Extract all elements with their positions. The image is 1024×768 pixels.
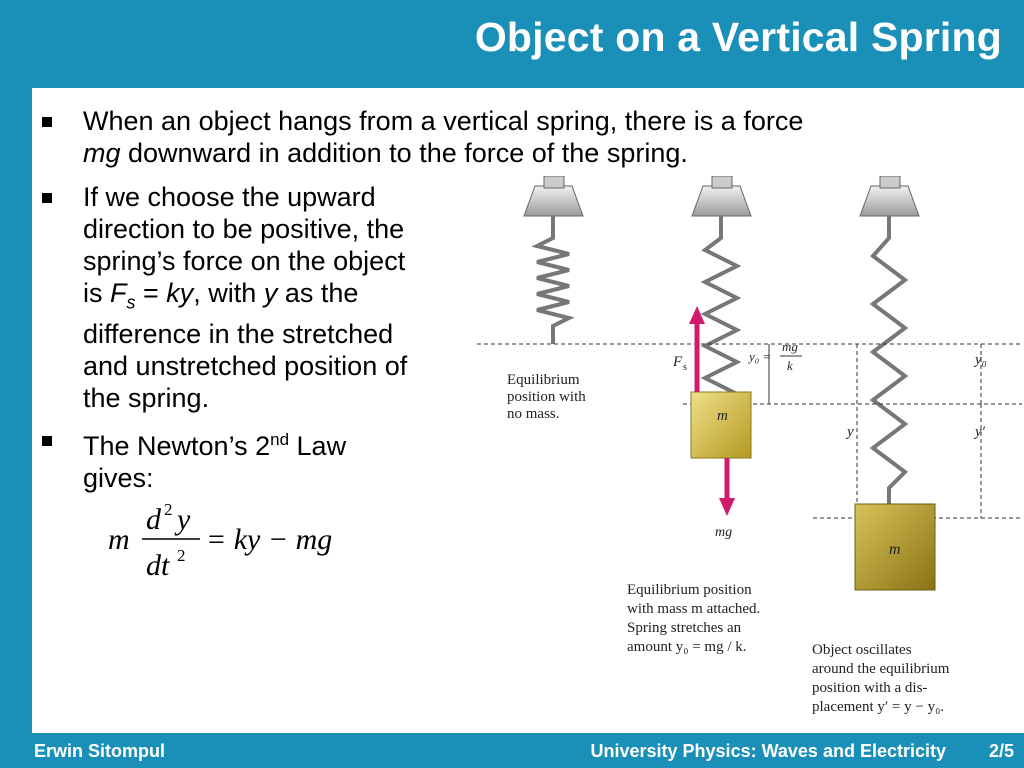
bullet-3-post: Law <box>289 431 347 461</box>
mass-label-right: m <box>889 541 901 558</box>
formula-y: y <box>174 503 191 536</box>
label-Fs-sub: s <box>683 362 687 373</box>
formula-sup-1: 2 <box>164 500 173 519</box>
label-no-mass-1: Equilibrium <box>507 372 580 388</box>
label-no-mass-2: position with <box>507 389 586 405</box>
bullet-2-line-2: direction to be positive, the <box>83 214 405 244</box>
page-number: 2/5 <box>988 741 1014 761</box>
bullet-2-is: is <box>83 278 110 308</box>
bullet-1-line-2: downward in addition to the force of the… <box>120 138 688 168</box>
mount-left <box>523 176 584 217</box>
spring-right <box>869 216 909 504</box>
bullet-2-line-3: spring’s force on the object <box>83 246 406 276</box>
bullet-square-icon <box>42 117 52 127</box>
formula-m: m <box>108 523 130 556</box>
label-y: y <box>845 424 854 440</box>
bullet-2-as-the: as the <box>277 278 359 308</box>
bullet-2-text: If we choose the upward direction to be … <box>83 181 407 414</box>
bullet-2-line-1: If we choose the upward <box>83 182 376 212</box>
formula-dt: dt <box>146 549 170 582</box>
caption-right-2: around the equilibrium <box>812 661 950 677</box>
label-Fs: F <box>672 354 683 370</box>
bullet-1-line-1: When an object hangs from a vertical spr… <box>83 106 804 136</box>
caption-right-1: Object oscillates <box>812 642 912 658</box>
bullet-2-F: F <box>110 278 127 308</box>
bullet-1-mg: mg <box>83 138 121 168</box>
caption-middle-3: Spring stretches an <box>627 620 742 636</box>
spring-middle <box>700 216 742 424</box>
mass-label-middle: m <box>717 408 728 424</box>
label-y0-right: y₀ <box>973 352 987 368</box>
bullet-2-line-6: and unstretched position of <box>83 351 408 382</box>
gravity-force-arrowhead-icon <box>719 498 735 516</box>
caption-right-3: position with a dis- <box>812 680 927 696</box>
bullet-2-y: y <box>263 278 278 308</box>
bullet-2-with: , with <box>193 278 264 308</box>
bullet-3-line-2: gives: <box>83 463 154 493</box>
bullet-2-line-7: the spring. <box>83 383 210 414</box>
footer-author: Erwin Sitompul <box>34 741 166 761</box>
bullet-3-text: The Newton’s 2nd Law gives: <box>83 424 346 494</box>
bullet-2-line-5: difference in the stretched <box>83 319 394 350</box>
bullet-3-sup: nd <box>270 430 290 449</box>
label-mg-num: mg <box>782 339 798 354</box>
content-area: When an object hangs from a vertical spr… <box>32 88 1024 733</box>
label-no-mass-3: no mass. <box>507 406 560 422</box>
formula-sup-2: 2 <box>177 546 186 565</box>
slide-title: Object on a Vertical Spring <box>474 14 1002 60</box>
bullet-2-eq: = <box>135 278 167 308</box>
label-mg-arrow: mg <box>715 525 732 540</box>
mount-middle <box>691 176 752 217</box>
label-k-den: k <box>787 358 793 373</box>
bullet-1-text: When an object hangs from a vertical spr… <box>83 105 803 169</box>
caption-middle-4: amount y₀ = mg / k. <box>627 639 747 655</box>
bullet-2-sub-s: s <box>126 292 136 313</box>
mass-block-right <box>854 503 936 591</box>
mass-block-middle <box>690 391 752 459</box>
spring-figure: Equilibrium position with no mass. m F s… <box>477 176 1022 715</box>
formula-rhs: = ky − mg <box>206 523 332 556</box>
spring-force-arrowhead-icon <box>689 306 705 324</box>
bullet-square-icon <box>42 436 52 446</box>
bullet-square-icon <box>42 193 52 203</box>
newton-formula: m d 2 y dt 2 = ky − mg <box>108 500 332 582</box>
mount-right <box>859 176 920 217</box>
label-yprime: y′ <box>973 424 986 440</box>
caption-middle-1: Equilibrium position <box>627 582 752 598</box>
bullet-3-pre: The Newton’s 2 <box>83 431 271 461</box>
caption-right-4: placement y′ = y − y₀. <box>812 699 944 715</box>
formula-d: d <box>146 503 162 536</box>
bullet-2-ky: ky <box>166 278 194 308</box>
spring-left <box>531 216 575 344</box>
caption-middle-2: with mass m attached. <box>627 601 760 617</box>
label-y0-eq: y₀ = <box>747 349 771 364</box>
footer-course: University Physics: Waves and Electricit… <box>590 741 947 761</box>
